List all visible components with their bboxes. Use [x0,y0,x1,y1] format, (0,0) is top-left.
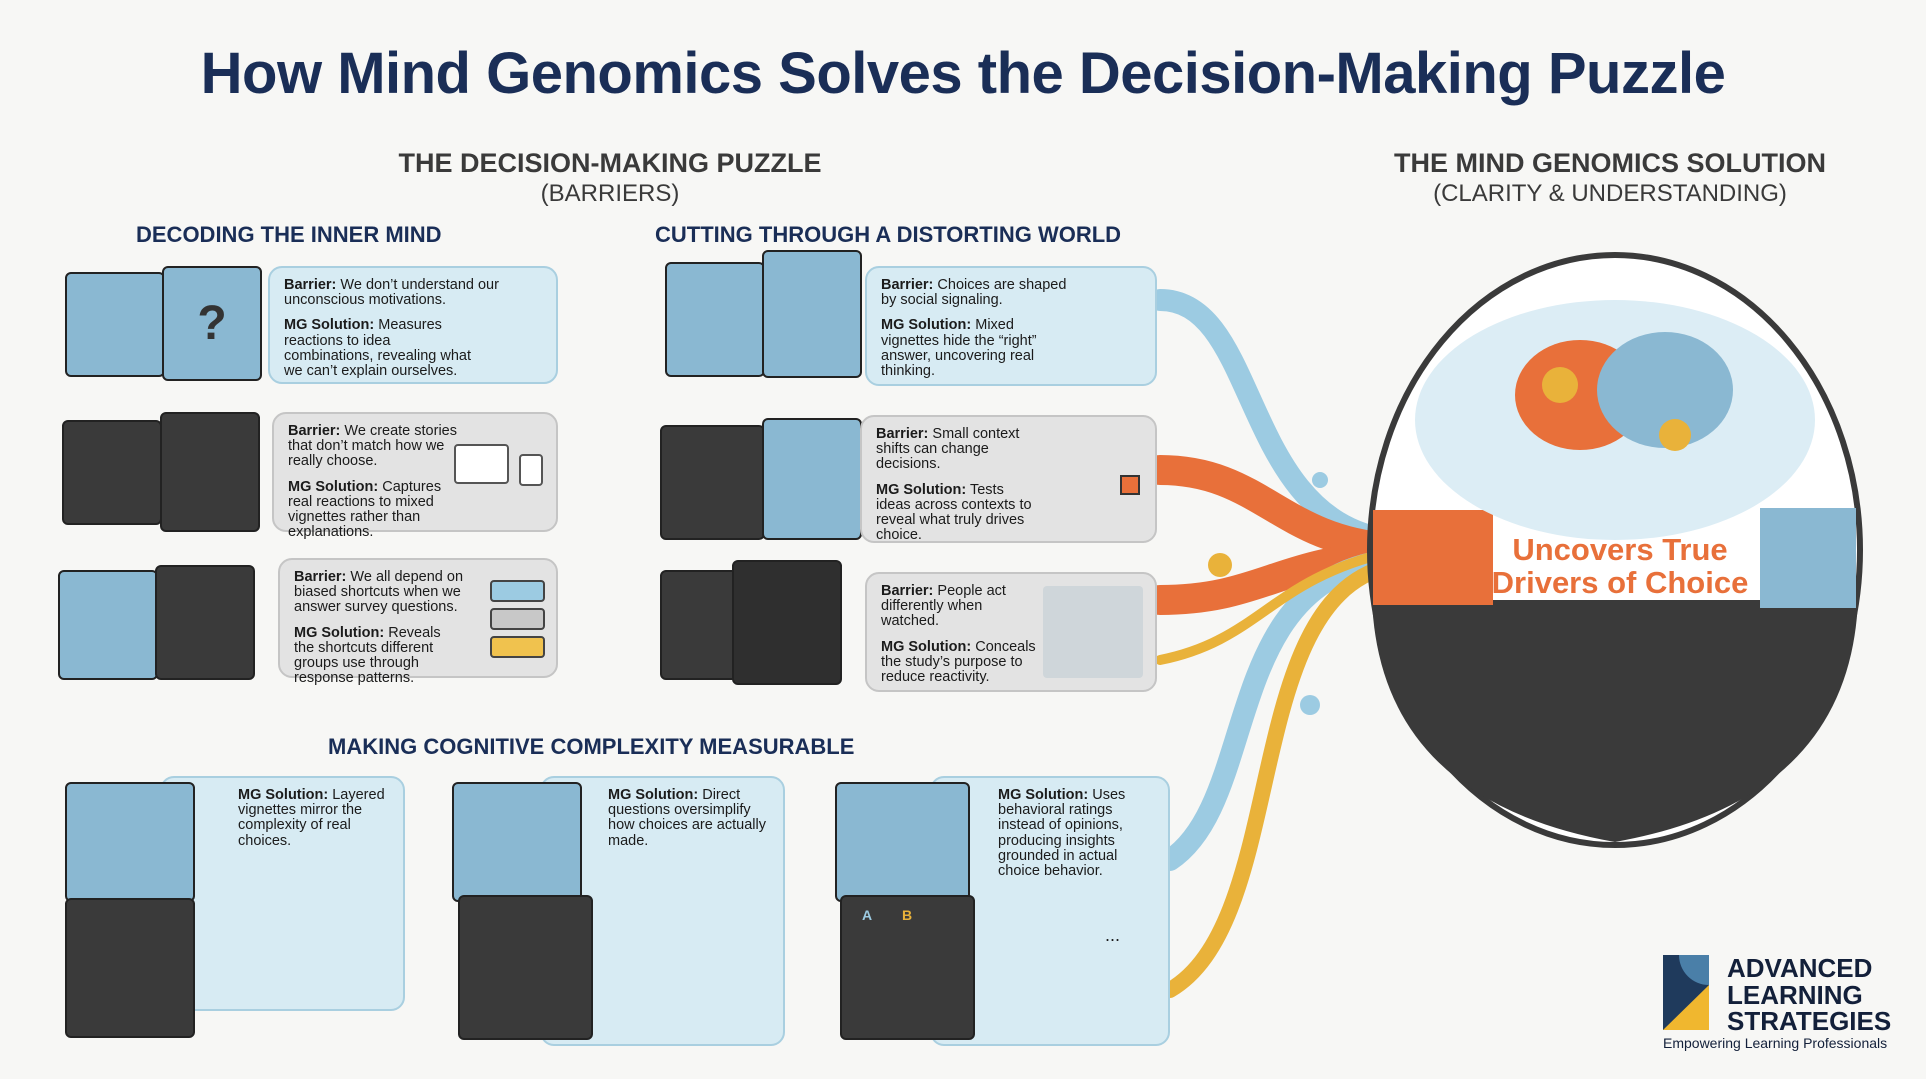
solution-text: Reveals the shortcuts different groups u… [294,624,441,687]
solution-text: Direct questions oversimplify how choice… [608,787,766,849]
speech-puzzle-piece [62,420,162,525]
ribbon-blue-1 [1149,289,1401,551]
head-center-text: Uncovers True Drivers of Choice [1491,532,1749,601]
ribbon-yellow-1 [1162,558,1398,998]
path-puzzle-piece [155,565,255,680]
barriers-heading: THE DECISION-MAKING PUZZLE [398,148,822,178]
option-a-icon: A [862,907,873,923]
group-box-yellow [490,636,545,658]
blank-puzzle-piece [835,782,970,902]
card-inner-mind-1: Barrier: We don’t understand our unconsc… [268,266,558,384]
blank-puzzle-piece [65,782,195,902]
section-heading-complexity: MAKING COGNITIVE COMPLEXITY MEASURABLE [328,734,855,759]
section-heading-distorting-world: CUTTING THROUGH A DISTORTING WORLD [655,222,1122,247]
group-box-blue [490,580,545,602]
ab-choice-puzzle-piece: A B [840,895,975,1040]
section-heading-inner-mind: DECODING THE INNER MIND [136,222,442,247]
logo-tagline: Empowering Learning Professionals [1663,1035,1888,1051]
ribbon-yellow-2 [1155,547,1395,665]
barrier-text: People act differently when watched. [881,583,1006,630]
barrier-text: Choices are shaped by social signaling. [881,277,1067,309]
solution-heading: THE MIND GENOMICS SOLUTION [1394,148,1826,178]
vignettes-puzzle-piece [65,898,195,1038]
solution-text: Layered vignettes mirror the complexity … [238,787,385,849]
weather-puzzle-piece [762,418,862,540]
brain-puzzle-piece [65,272,165,377]
ribbon-blue-2 [1159,549,1401,871]
blank-puzzle-piece [452,782,582,902]
ellipsis-icon: ... [1105,925,1121,945]
document-icon [519,454,543,486]
solution-text: Conceals the study’s purpose to reduce r… [881,638,1036,686]
page-title: How Mind Genomics Solves the Decision-Ma… [200,41,1726,106]
solution-text: Measures reactions to idea combinations,… [284,317,471,380]
logo-name: ADVANCED LEARNING STRATEGIES [1727,953,1892,1037]
ribbon-orange-1 [1145,455,1405,563]
solution-text: Uses behavioral ratings instead of opini… [998,787,1126,880]
card-distorting-3: Barrier: People act differently when wat… [865,572,1157,692]
card-complexity-1: MG Solution: Layered vignettes mirror th… [160,776,405,1011]
brain-gears-icon [1515,332,1733,451]
card-inner-mind-2: Barrier: We create stories that don’t ma… [272,412,558,540]
question-puzzle-piece: ? [162,266,262,381]
card-distorting-2: Barrier: Small context shifts can change… [860,415,1157,543]
result-square-icon [1120,475,1140,495]
dark-puzzle-piece [160,412,260,532]
crossroads-puzzle-piece [660,425,765,540]
solution-text: Captures real reactions to mixed vignett… [288,478,442,541]
group-box-grey [490,608,545,630]
barrier-text: Small context shifts can change decision… [876,426,1020,473]
solution-text: Mixed vignettes hide the “right” answer,… [881,317,1037,380]
barrier-text: We all depend on biased shortcuts when w… [294,569,464,616]
barriers-subheading: (BARRIERS) [540,180,680,207]
person-with-tablet-image [1043,586,1143,678]
barrier-text: We don’t understand our unconscious moti… [284,277,499,309]
barrier-text: We create stories that don’t match how w… [288,423,457,470]
question-icon: ? [197,297,227,350]
solution-text: Tests ideas across contexts to reveal wh… [876,481,1032,544]
walker-puzzle-piece [58,570,158,680]
solution-subheading: (CLARITY & UNDERSTANDING) [1433,180,1787,207]
card-inner-mind-3: Barrier: We all depend on biased shortcu… [278,558,558,686]
people-puzzle-piece [665,262,765,377]
option-b-icon: B [902,907,913,923]
profile-card-icon [454,444,509,484]
card-distorting-1: Barrier: Choices are shaped by social si… [865,266,1157,386]
people-puzzle-piece [458,895,593,1040]
group-puzzle-piece [762,250,862,378]
spotlight-puzzle-piece [732,560,842,685]
logo-mark [1663,955,1709,1030]
